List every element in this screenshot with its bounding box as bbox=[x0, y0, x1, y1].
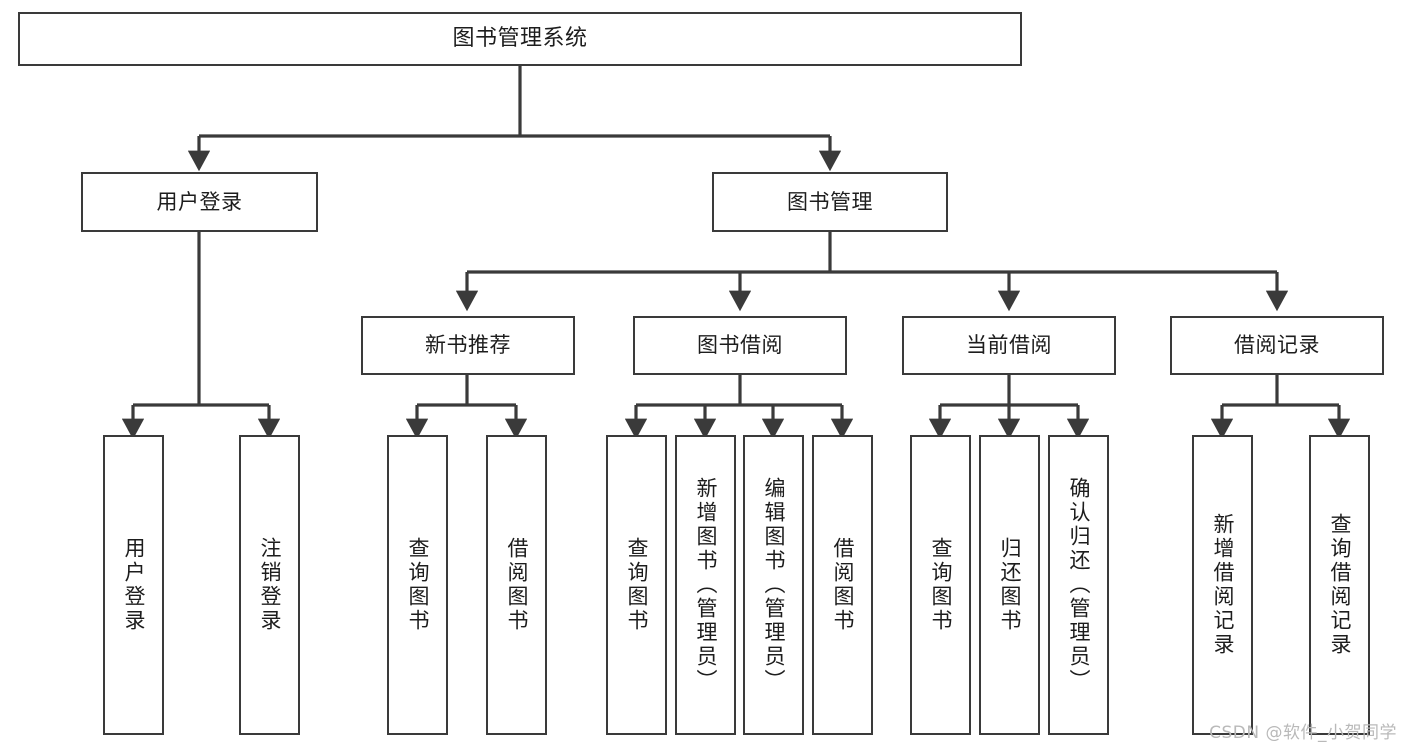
leaf-borrow-book-new-rec[interactable]: 借阅图书 bbox=[486, 435, 547, 735]
leaf-add-borrow-record[interactable]: 新增借阅记录 bbox=[1192, 435, 1253, 735]
leaf-user-login[interactable]: 用户登录 bbox=[103, 435, 164, 735]
node-label: 新书推荐 bbox=[425, 333, 511, 358]
csdn-watermark: CSDN @软件_小贺同学 bbox=[1209, 723, 1397, 743]
node-label: 用户登录 bbox=[122, 537, 146, 633]
node-label: 借阅记录 bbox=[1234, 333, 1320, 358]
node-label: 查询借阅记录 bbox=[1328, 513, 1352, 657]
node-label: 编辑图书（管理员） bbox=[762, 477, 786, 693]
node-label: 查询图书 bbox=[406, 537, 430, 633]
leaf-logout-login[interactable]: 注销登录 bbox=[239, 435, 300, 735]
node-borrow-record[interactable]: 借阅记录 bbox=[1170, 316, 1384, 375]
leaf-borrow-book-borrow[interactable]: 借阅图书 bbox=[812, 435, 873, 735]
node-label: 图书管理系统 bbox=[452, 26, 588, 52]
leaf-confirm-return-admin[interactable]: 确认归还（管理员） bbox=[1048, 435, 1109, 735]
node-label: 注销登录 bbox=[258, 537, 282, 633]
node-label: 用户登录 bbox=[156, 189, 243, 214]
leaf-query-book-current[interactable]: 查询图书 bbox=[910, 435, 971, 735]
leaf-query-book-new-rec[interactable]: 查询图书 bbox=[387, 435, 448, 735]
node-label: 借阅图书 bbox=[831, 537, 855, 633]
node-label: 新增图书（管理员） bbox=[694, 477, 718, 693]
leaf-query-borrow-record[interactable]: 查询借阅记录 bbox=[1309, 435, 1370, 735]
node-user-login[interactable]: 用户登录 bbox=[81, 172, 318, 232]
node-current-borrow[interactable]: 当前借阅 bbox=[902, 316, 1116, 375]
node-label: 图书管理 bbox=[787, 189, 873, 214]
leaf-query-book-borrow[interactable]: 查询图书 bbox=[606, 435, 667, 735]
node-label: 借阅图书 bbox=[505, 537, 529, 633]
leaf-return-book[interactable]: 归还图书 bbox=[979, 435, 1040, 735]
node-label: 查询图书 bbox=[625, 537, 649, 633]
node-label: 新增借阅记录 bbox=[1211, 513, 1235, 657]
node-book-borrow[interactable]: 图书借阅 bbox=[633, 316, 847, 375]
node-new-book-recommend[interactable]: 新书推荐 bbox=[361, 316, 575, 375]
node-label: 查询图书 bbox=[929, 537, 953, 633]
node-label: 归还图书 bbox=[998, 537, 1022, 633]
node-book-manage[interactable]: 图书管理 bbox=[712, 172, 948, 232]
node-root-system[interactable]: 图书管理系统 bbox=[18, 12, 1022, 66]
leaf-edit-book-admin[interactable]: 编辑图书（管理员） bbox=[743, 435, 804, 735]
leaf-add-book-admin[interactable]: 新增图书（管理员） bbox=[675, 435, 736, 735]
node-label: 确认归还（管理员） bbox=[1067, 477, 1091, 693]
node-label: 当前借阅 bbox=[966, 333, 1052, 358]
node-label: 图书借阅 bbox=[697, 333, 783, 358]
